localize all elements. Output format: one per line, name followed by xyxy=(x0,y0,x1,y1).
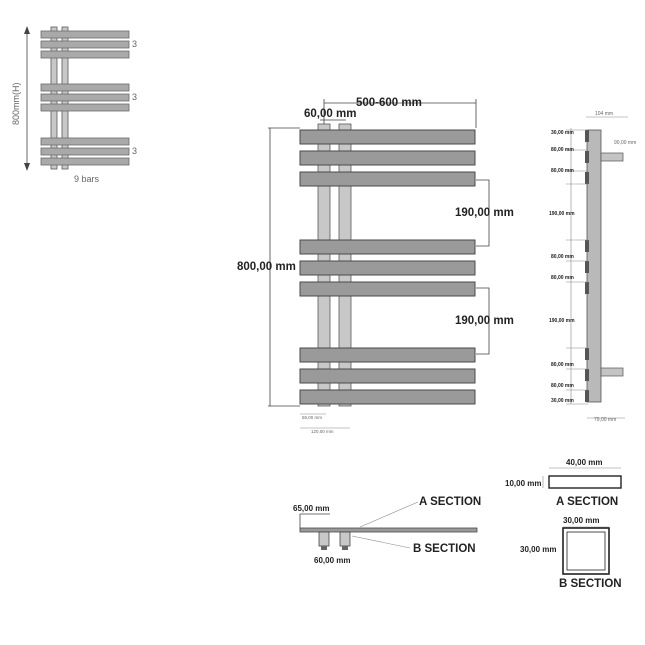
front-bar xyxy=(299,171,476,187)
thumbnail-bars-label: 9 bars xyxy=(74,174,100,184)
a-section-callout: A SECTION xyxy=(419,496,481,508)
side-top-width-label: 104 mm xyxy=(595,111,613,117)
gap-bracket xyxy=(476,179,490,247)
side-bar-stub xyxy=(585,390,589,402)
side-bar-stub xyxy=(585,348,589,360)
bottom-dimension-label: 55,00 mm xyxy=(302,415,322,420)
section-b: 30,00 mm 30,00 mm B SECTION xyxy=(520,516,622,590)
side-bar-stub xyxy=(585,151,589,163)
side-bar-stub xyxy=(585,261,589,273)
bottom-dimension-label: 120,00 mm xyxy=(311,429,334,434)
arrow-down-icon xyxy=(24,163,30,171)
front-bar xyxy=(299,239,476,255)
side-spacing-label: 30,00 mm xyxy=(551,130,574,136)
arrow-up-icon xyxy=(24,26,30,34)
top-view: 65,00 mm 60,00 mm A SECTION B SECTION xyxy=(293,496,481,565)
front-view: 500-600 mm 60,00 mm 800,00 mm 190,00 mm … xyxy=(237,97,514,434)
side-spacing-label: 80,00 mm xyxy=(551,168,574,174)
top-view-fitting xyxy=(339,531,351,547)
front-bar xyxy=(299,368,476,384)
side-bar-stub xyxy=(585,172,589,184)
front-bar xyxy=(299,260,476,276)
height-label: 800,00 mm xyxy=(237,261,296,273)
section-a-height-label: 10,00 mm xyxy=(505,479,541,488)
side-spacing-label: 80,00 mm xyxy=(551,383,574,389)
top-view-label: 65,00 mm xyxy=(293,504,329,513)
side-view: 104 mm 90,00 mm 30,00 mm 80,00 mm xyxy=(549,111,636,423)
thumbnail-group-count: 3 xyxy=(132,92,137,102)
side-post xyxy=(586,129,602,403)
side-spacing-label: 80,00 mm xyxy=(551,362,574,368)
side-spacing-label: 80,00 mm xyxy=(551,275,574,281)
top-view-fitting xyxy=(318,531,330,547)
side-bar-stub xyxy=(585,130,589,142)
section-b-width-label: 30,00 mm xyxy=(563,516,599,525)
side-spacing-label: 30,00 mm xyxy=(551,398,574,404)
thumbnail-bar xyxy=(40,103,130,112)
section-b-height-label: 30,00 mm xyxy=(520,545,556,554)
thumbnail-view: 800mm(H) 3 3 3 9 bars xyxy=(11,26,137,184)
gap-label: 190,00 mm xyxy=(455,207,514,219)
section-a-title: A SECTION xyxy=(556,496,618,508)
front-bar xyxy=(299,150,476,166)
side-bracket-label: 90,00 mm xyxy=(614,140,636,146)
thumbnail-bar xyxy=(40,50,130,59)
section-b-title: B SECTION xyxy=(559,578,622,590)
side-bottom-label: 79,00 mm xyxy=(594,417,616,423)
thumbnail-bar xyxy=(40,137,130,146)
thumbnail-group-count: 3 xyxy=(132,39,137,49)
side-spacing-label: 190,00 mm xyxy=(549,211,575,217)
front-bar xyxy=(299,129,476,145)
side-bar-stub xyxy=(585,282,589,294)
width-label: 500-600 mm xyxy=(356,97,422,109)
thumbnail-bar xyxy=(40,157,130,166)
section-a: 40,00 mm 10,00 mm A SECTION xyxy=(505,458,622,508)
thumbnail-bar xyxy=(40,147,130,156)
side-spacing-label: 190,00 mm xyxy=(549,318,575,324)
top-view-label: 60,00 mm xyxy=(314,556,350,565)
thumbnail-bar xyxy=(40,93,130,102)
front-bar xyxy=(299,281,476,297)
thumbnail-bar xyxy=(40,30,130,39)
gap-label: 190,00 mm xyxy=(455,315,514,327)
gap-bracket xyxy=(476,287,490,355)
thumbnail-group-count: 3 xyxy=(132,146,137,156)
front-bar xyxy=(299,389,476,405)
side-bar-stub xyxy=(585,240,589,252)
side-spacing-label: 80,00 mm xyxy=(551,147,574,153)
thumbnail-bar xyxy=(40,83,130,92)
thumbnail-height-label: 800mm(H) xyxy=(11,82,21,125)
b-section-callout: B SECTION xyxy=(413,543,476,555)
post-spacing-label: 60,00 mm xyxy=(304,108,356,120)
section-a-profile xyxy=(548,475,622,489)
top-view-bar xyxy=(299,527,478,533)
thumbnail-bar xyxy=(40,40,130,49)
side-wall-bracket xyxy=(600,152,624,162)
section-b-profile xyxy=(562,527,610,575)
side-bar-stub xyxy=(585,369,589,381)
side-wall-bracket xyxy=(600,367,624,377)
front-bar xyxy=(299,347,476,363)
side-spacing-label: 80,00 mm xyxy=(551,254,574,260)
section-a-width-label: 40,00 mm xyxy=(566,458,602,467)
